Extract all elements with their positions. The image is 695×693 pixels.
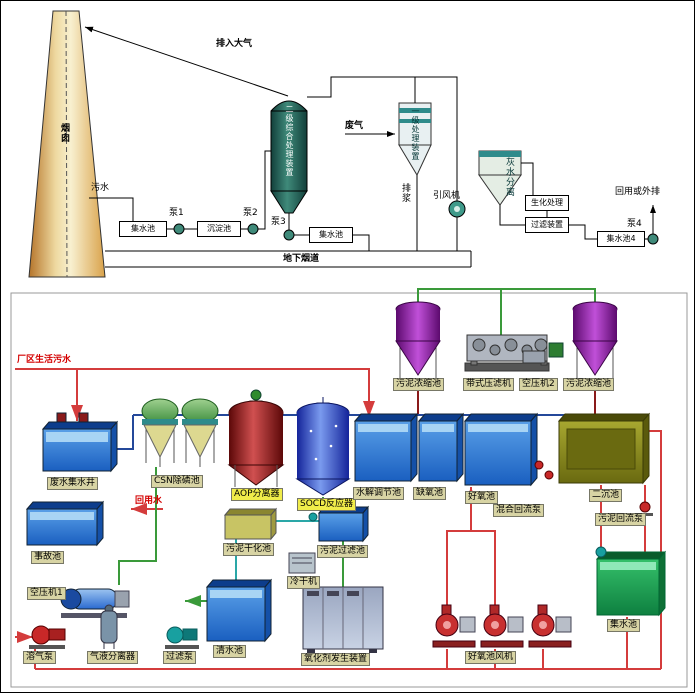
label-fan: 引风机 xyxy=(433,191,461,201)
label-chimney: 烟囱 xyxy=(59,123,69,143)
label-pump3: 泵3 xyxy=(271,217,286,227)
label-cyclone: 一级处理装置 xyxy=(411,107,420,161)
filter-pump-unit xyxy=(165,626,199,649)
top-diagram xyxy=(28,10,659,278)
pump4-circle xyxy=(647,233,659,245)
cyclone-unit xyxy=(307,76,458,251)
socd-reactor xyxy=(295,397,351,496)
underground-flue-duct xyxy=(105,250,472,268)
chip-collect-pool: 集水池 xyxy=(607,619,641,632)
draft-fan xyxy=(448,200,466,251)
cold-dryer-unit xyxy=(288,552,316,574)
well-pump-icon xyxy=(78,412,89,423)
anoxic-tank xyxy=(417,412,465,483)
ash-water-hopper xyxy=(478,150,597,240)
label-sewage: 污水 xyxy=(91,183,110,193)
chip-dissolved-pump: 溶气泵 xyxy=(23,651,57,664)
box-settling: 沉淀池 xyxy=(197,221,241,237)
label-ash-water: 灰水分离 xyxy=(504,157,514,197)
chip-socd: SOCD反应器 xyxy=(297,498,357,511)
chip-oxidant: 氧化剂发生装置 xyxy=(301,653,371,666)
chip-thickener-right: 污泥浓缩池 xyxy=(563,378,615,391)
chip-cold-dryer: 冷干机 xyxy=(287,576,321,589)
chip-belt-press: 带式压滤机 xyxy=(463,378,515,391)
chip-air-comp2: 空压机2 xyxy=(519,378,558,391)
flue-to-chimney-line xyxy=(84,26,289,97)
chip-thickener-left: 污泥浓缩池 xyxy=(393,378,445,391)
pump2-circle xyxy=(247,223,259,235)
sludge-thickener-left xyxy=(395,301,441,379)
chimney-shape xyxy=(28,10,106,278)
dissolved-air-pump-unit xyxy=(29,625,66,649)
collect-pool-tank xyxy=(595,546,667,617)
label-waste-gas: 废气 xyxy=(345,121,364,131)
small-pump-icon xyxy=(308,512,318,522)
csn-funnels xyxy=(141,398,219,467)
label-scrubber: 二级综合处理装置 xyxy=(285,105,294,177)
accident-pool-tank xyxy=(25,500,105,547)
chip-aop: AOP分离器 xyxy=(231,488,283,501)
sludge-filter-pool xyxy=(308,505,370,543)
label-atmosphere: 排入大气 xyxy=(216,39,253,49)
chip-clean-pool: 清水池 xyxy=(213,645,247,658)
air-compressor2-unit xyxy=(522,350,546,364)
air-compressor1-unit xyxy=(60,588,130,618)
label-pump2: 泵2 xyxy=(243,208,258,218)
chip-sludge-filter: 污泥过滤池 xyxy=(317,545,369,558)
bottom-diagram xyxy=(10,288,688,688)
box-sump4: 集水池4 xyxy=(597,231,645,247)
label-pump1: 泵1 xyxy=(169,208,184,218)
belt-filter-press xyxy=(464,334,564,372)
chip-accident-pool: 事故池 xyxy=(31,551,65,564)
pump3-circle xyxy=(283,229,295,241)
label-reuse-water: 回用水 xyxy=(135,496,163,506)
label-pump4: 泵4 xyxy=(627,219,642,229)
bottom-border xyxy=(10,292,688,688)
clean-water-tank xyxy=(205,578,273,643)
chip-filter-pump: 过滤泵 xyxy=(163,651,197,664)
label-underground-flue: 地下烟道 xyxy=(283,254,320,264)
chip-aerobic-fan: 好氧池风机 xyxy=(465,651,517,664)
pump1-circle xyxy=(173,223,185,235)
label-plant-sewage: 厂区生活污水 xyxy=(17,355,72,365)
chip-sludge-return-pump: 污泥回流泵 xyxy=(595,513,647,526)
chimney-centerline xyxy=(65,10,68,278)
box-sump2: 集水池 xyxy=(309,227,353,243)
aerobic-blowers xyxy=(432,604,572,648)
box-sump1: 集水池 xyxy=(119,221,167,237)
sludge-thickener-right xyxy=(572,301,618,379)
oxidant-cabinet xyxy=(302,586,384,653)
mix-reflux-pumps xyxy=(534,460,554,480)
chip-mix-pump: 混合回流泵 xyxy=(493,504,545,517)
label-reuse: 回用或外排 xyxy=(615,187,661,197)
secondary-clarifier-tank xyxy=(557,412,651,485)
chip-secondary-clarifier: 二沉池 xyxy=(589,489,623,502)
chip-gas-liquid: 气液分离器 xyxy=(87,651,139,664)
chip-anoxic: 缺氧池 xyxy=(413,487,447,500)
chip-csn: CSN除磷池 xyxy=(151,475,203,488)
reuse-outlet xyxy=(645,205,659,245)
chip-collect-well: 废水集水井 xyxy=(47,477,99,490)
hydrolysis-tank xyxy=(353,412,419,483)
chip-sludge-dry: 污泥干化池 xyxy=(223,543,275,556)
small-pump-icon xyxy=(595,546,607,558)
chip-hydrolysis: 水解调节池 xyxy=(353,487,405,500)
chip-aerobic: 好氧池 xyxy=(465,491,499,504)
aop-valve-icon xyxy=(250,389,262,401)
press-motor-icon xyxy=(548,342,564,358)
label-slurry: 排浆 xyxy=(400,183,410,203)
chip-air-comp1: 空压机1 xyxy=(27,587,66,600)
box-filter: 过滤装置 xyxy=(525,217,569,233)
aop-separator xyxy=(227,389,285,487)
well-pump-icon xyxy=(56,412,67,423)
sewage-feed-lines xyxy=(89,150,271,235)
aerobic-tank xyxy=(463,412,539,487)
gas-liquid-separator-unit xyxy=(100,604,118,649)
pipes-red xyxy=(15,368,662,670)
box-bio: 生化处理 xyxy=(525,195,569,211)
sludge-drying-pool xyxy=(223,507,278,541)
collect-well-tank xyxy=(41,412,119,473)
scrubber-column xyxy=(270,100,370,251)
